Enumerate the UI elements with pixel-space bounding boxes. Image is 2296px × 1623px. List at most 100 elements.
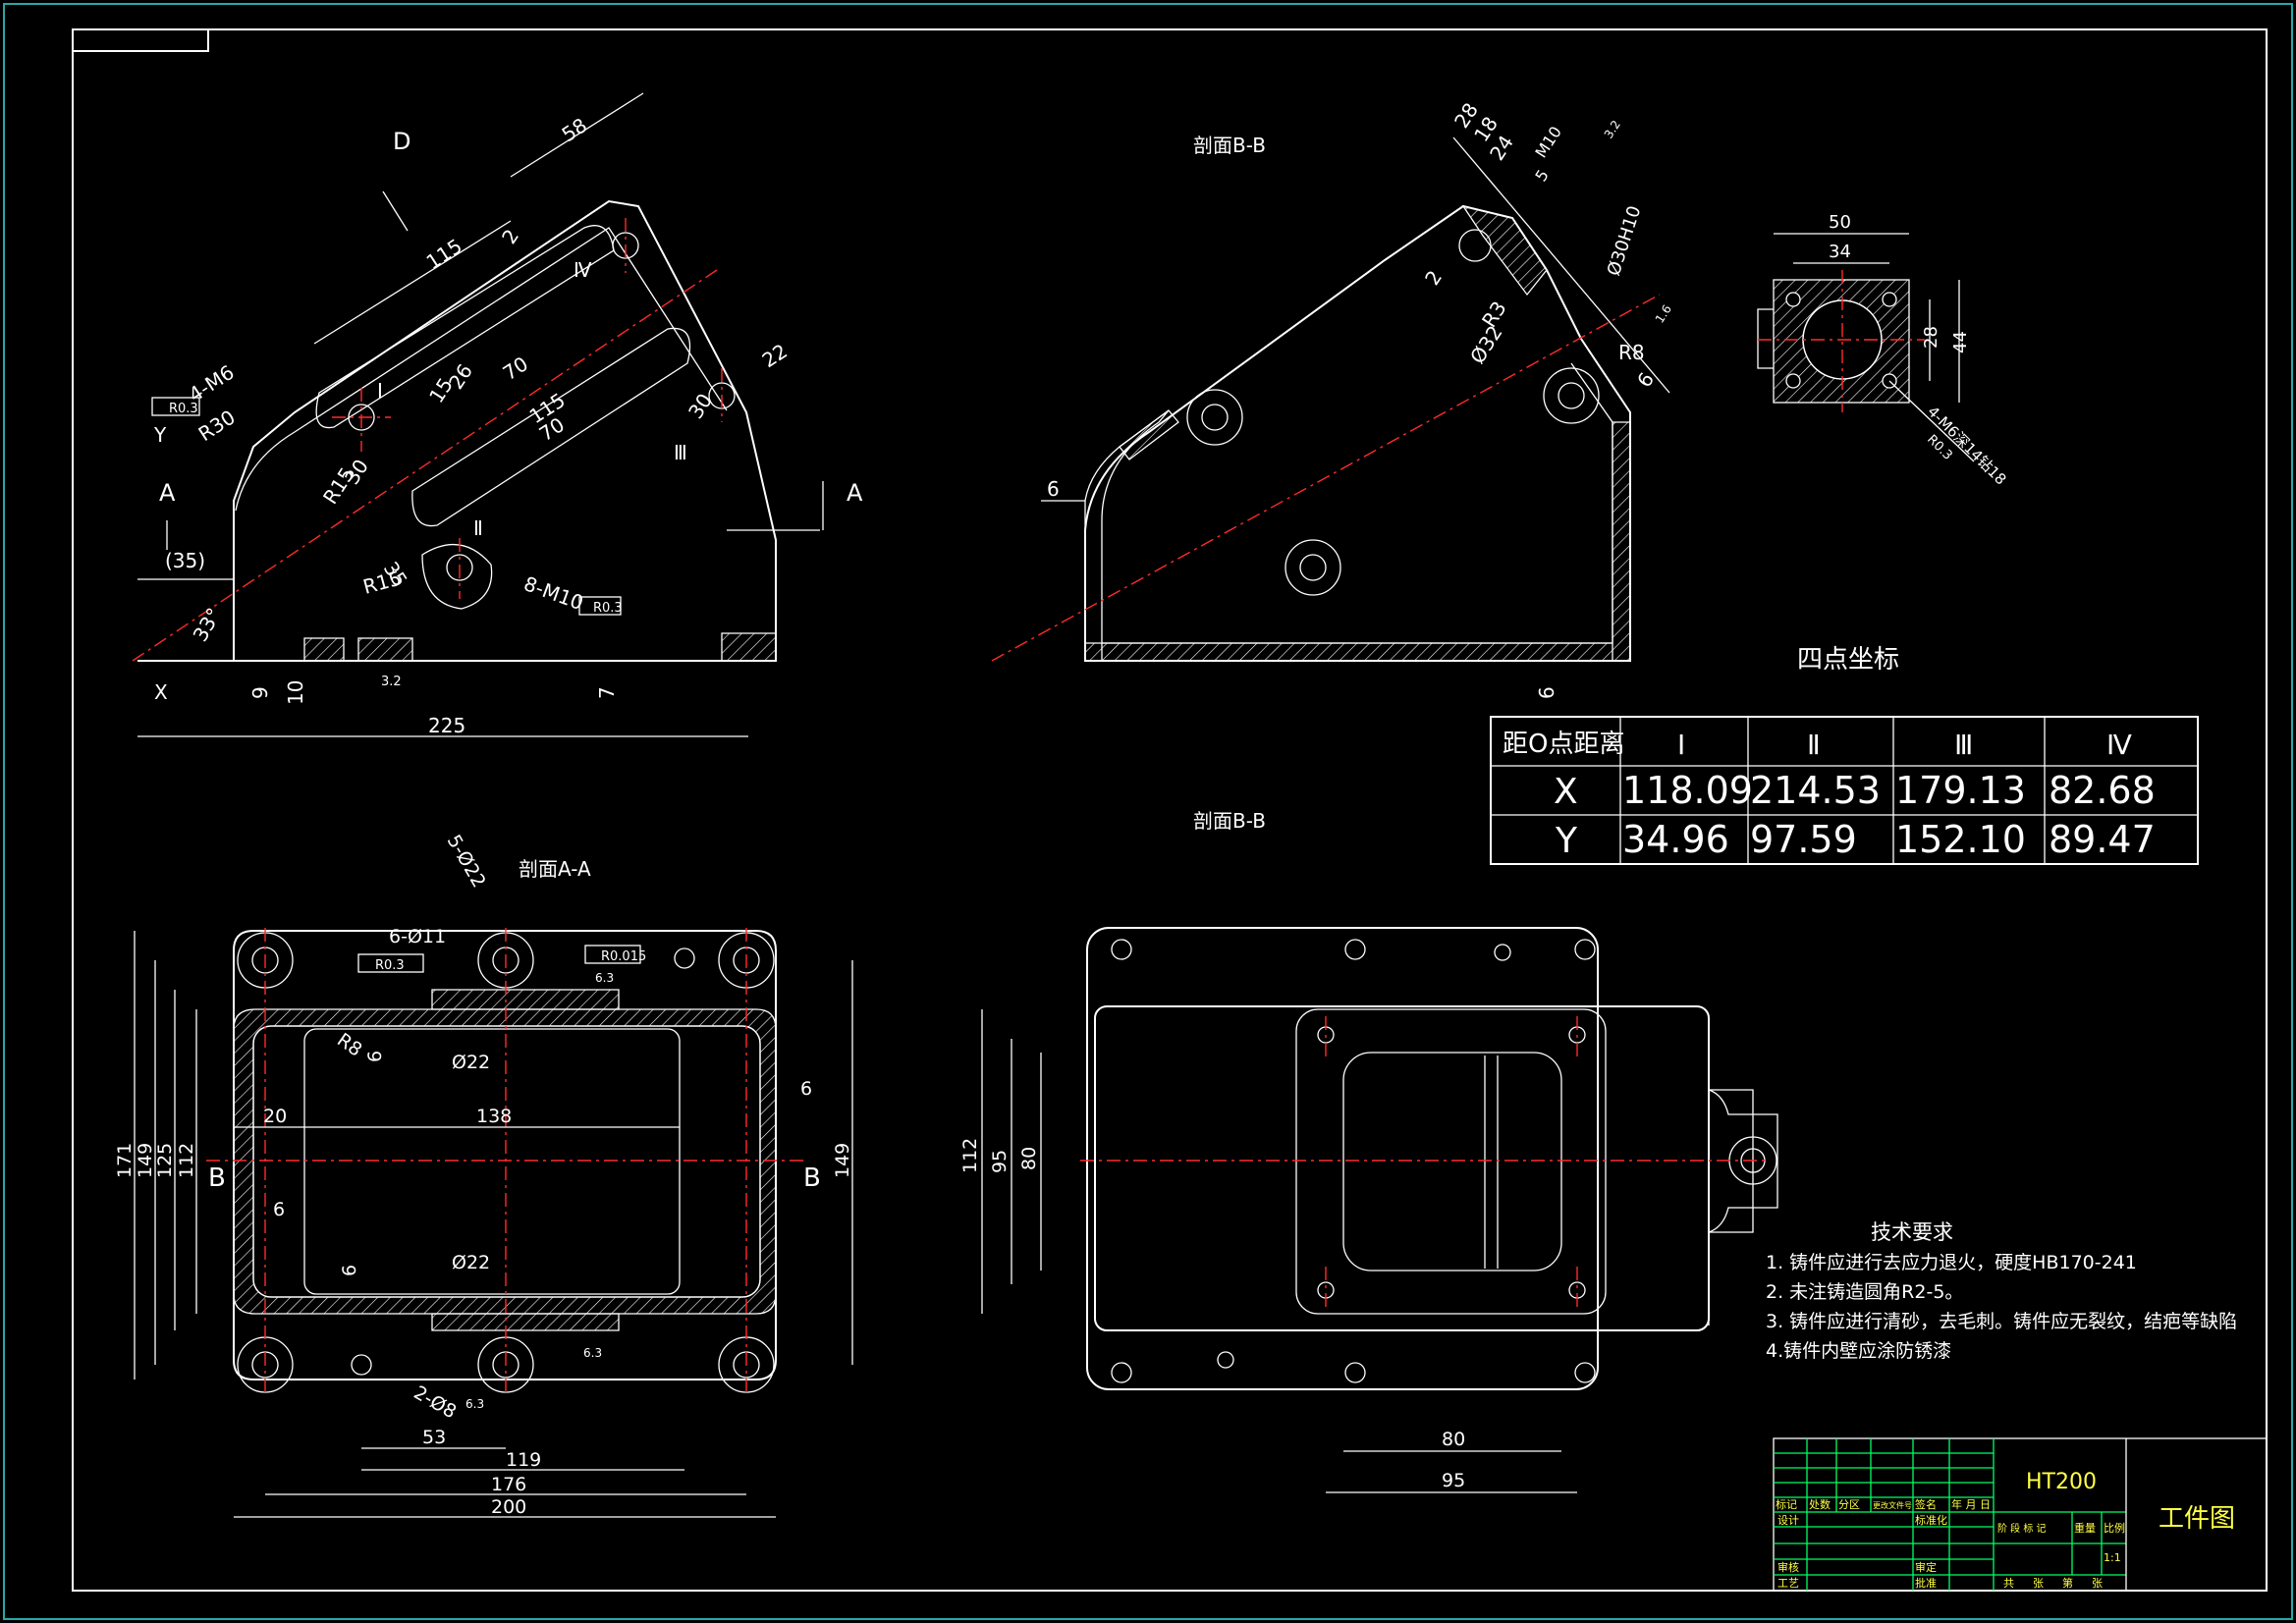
dim-aa-20: 20 [263, 1106, 287, 1127]
tol-aa-r0015: R0.015 [601, 949, 646, 964]
hole-small-bottom [351, 1354, 372, 1376]
roughness-b: 1.6 [1653, 302, 1674, 326]
sheet-outer-frame [3, 3, 2293, 1620]
coord-x-3: 179.13 [1895, 769, 2026, 812]
section-aa-outline [233, 930, 777, 1380]
dim-aa-6-a: 6 [364, 1051, 386, 1062]
y-axis-label: Y [153, 423, 167, 447]
coordinate-table: 四点坐标 距O点距离 Ⅰ Ⅱ Ⅲ Ⅳ X 118.09 214.53 179.1… [1490, 645, 2199, 865]
radius-r8: R8 [1618, 341, 1645, 364]
radius-r15-b: R15 [360, 566, 404, 598]
coord-table-frame [1490, 716, 2199, 865]
view-d-label: D [393, 128, 410, 155]
coord-x-4: 82.68 [2049, 769, 2156, 812]
sbb-dim-95-b: 95 [1442, 1470, 1465, 1491]
section-a-right-label: A [847, 479, 863, 507]
dim-aa-6-b: 6 [273, 1199, 285, 1220]
sbb-body [1094, 1005, 1710, 1331]
section-bb-bottom-view [981, 927, 1778, 1493]
dim-aa-d22-a: Ø22 [452, 1052, 490, 1073]
dim-aa-171: 171 [114, 1143, 136, 1178]
boss-left [1186, 389, 1243, 446]
hole-2 [446, 554, 473, 581]
section-b-left-label: B [208, 1163, 226, 1193]
tol-frame-1 [151, 397, 200, 416]
dim-44: 44 [1950, 331, 1971, 353]
dim-9: 9 [248, 686, 272, 699]
section-bb-centerline [991, 294, 1661, 662]
small-hole-bl [1785, 373, 1801, 389]
dim-10: 10 [284, 680, 307, 705]
section-bb-hatch-walls [1084, 421, 1631, 662]
section-bb-top-labels: 剖面B-B 28 18 24 M10 5 Ø30H10 2 R3 Ø32 R8 … [1047, 98, 1674, 699]
section-aa-title: 剖面A-A [519, 857, 591, 881]
hole-right [1558, 382, 1585, 409]
small-view-flange [1757, 308, 1774, 369]
dim-stack-line [1452, 136, 1670, 394]
tb-cell-stage: 阶 段 标 记 [1997, 1522, 2047, 1535]
dim-6-c: 6 [1535, 686, 1558, 699]
tb-cell-proof: 审定 [1915, 1560, 1937, 1574]
dim-28-small: 28 [1921, 326, 1941, 349]
sbb-ear-hole-6 [1217, 1351, 1234, 1369]
dim-aa-149-a: 149 [135, 1143, 156, 1178]
section-bb-bottom-labels: 剖面B-B 112 95 80 80 95 [959, 809, 1465, 1491]
dim-22: 22 [758, 339, 792, 372]
tech-req-item-2: 2. 未注铸造圆角R2-5。 [1766, 1281, 1963, 1303]
dim-2: 2 [497, 225, 523, 248]
dim-aa-200: 200 [491, 1496, 526, 1518]
hole-small-top [674, 947, 695, 969]
roughness-32: 3.2 [381, 675, 402, 689]
sbb-dim-112: 112 [959, 1138, 981, 1173]
roughness-a: 3.2 [1602, 118, 1623, 141]
dim-aa-6-d: 6 [339, 1265, 360, 1276]
section-aa-labels: 剖面A-A 5-Ø22 6-Ø11 R0.3 R0.015 6.3 R8 6 Ø… [114, 832, 853, 1519]
boss-hole-2 [421, 543, 493, 610]
tb-cell-date: 年 月 日 [1951, 1497, 1991, 1511]
tech-req-item-1: 1. 铸件应进行去应力退火，硬度HB170-241 [1766, 1252, 2137, 1273]
small-hole-tr [1882, 292, 1897, 307]
boss-right [1543, 367, 1600, 424]
tb-cell-sign: 签名 [1915, 1497, 1937, 1511]
dim-32: Ø32 [1465, 321, 1507, 368]
hole-left [1201, 404, 1229, 431]
title-block-frame [1773, 1437, 2268, 1592]
boss-center [1285, 539, 1341, 596]
tech-req-item-4: 4.铸件内壁应涂防锈漆 [1766, 1340, 1951, 1362]
tb-cell-approve: 批准 [1915, 1576, 1937, 1590]
tb-cell-zone: 分区 [1838, 1498, 1860, 1511]
tol-frame-aa-1 [357, 953, 424, 973]
dim-115-line [313, 220, 512, 345]
main-diagonal-centerline [132, 269, 718, 662]
tb-cell-page: 张 [2092, 1577, 2103, 1590]
dim-6-b: 6 [1047, 477, 1060, 501]
tb-cell-ratio: 比例 [2104, 1521, 2125, 1535]
section-b-right-label: B [803, 1163, 821, 1193]
base-hatch-2 [357, 637, 413, 662]
section-bb-title: 剖面B-B [1193, 134, 1266, 157]
small-hole-tl [1785, 292, 1801, 307]
coord-row-x-label: X [1554, 772, 1578, 812]
tb-cell-mark: 标记 [1776, 1497, 1797, 1511]
tech-req-title: 技术要求 [1871, 1220, 1953, 1244]
slot-lower [411, 327, 691, 527]
thread-m10: M10 [1531, 123, 1565, 161]
main-view-inner-edge [235, 227, 728, 512]
sbb-ear-hole-1 [1111, 939, 1132, 960]
hole-1 [348, 404, 375, 431]
dim-5: 5 [1531, 166, 1552, 185]
small-detail-view [1757, 233, 1975, 462]
base-hatch-3 [721, 632, 777, 662]
dim-115-a: 115 [422, 234, 466, 274]
tb-cell-design: 设计 [1777, 1514, 1799, 1527]
sbb-ear-hole-4 [1574, 939, 1596, 960]
coord-table-title: 四点坐标 [1797, 645, 1899, 675]
dim-50: 50 [1829, 212, 1851, 233]
sbb-dim-80-a: 80 [1018, 1147, 1040, 1170]
roman-3: Ⅲ [674, 441, 687, 464]
corner-tag-box [73, 29, 209, 52]
coord-header-1: Ⅰ [1677, 729, 1685, 761]
sbb-flange-opening [1342, 1052, 1562, 1271]
tb-cell-weight: 重量 [2074, 1521, 2096, 1535]
dim-6-a: 6 [1632, 368, 1659, 392]
